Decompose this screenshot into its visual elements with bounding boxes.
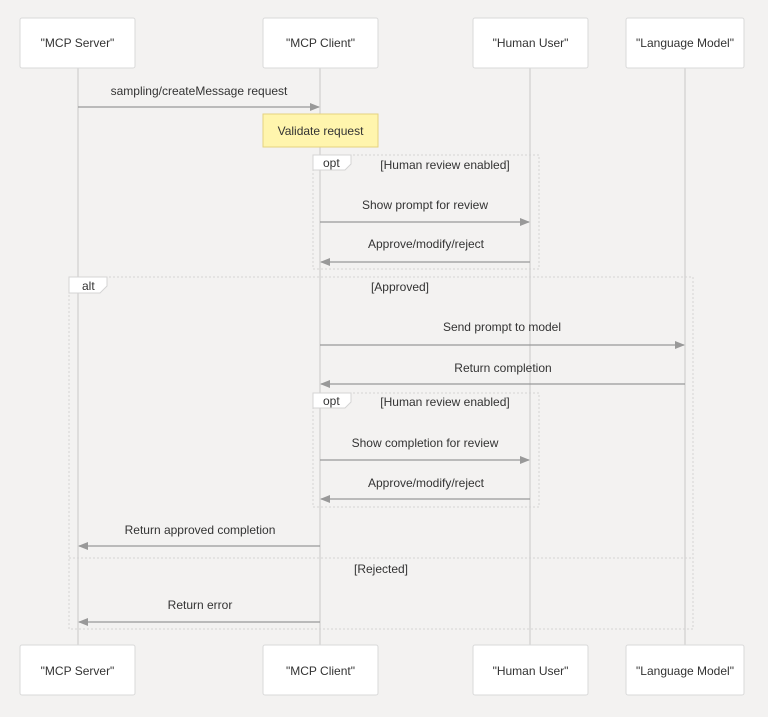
fragment-condition: [Approved] bbox=[371, 280, 429, 294]
message-9: Return error bbox=[78, 598, 320, 626]
message-label: Show prompt for review bbox=[362, 198, 488, 212]
message-3: Approve/modify/reject bbox=[320, 237, 530, 266]
fragment-alt: alt [Approved] [Rejected] bbox=[68, 276, 694, 630]
participant-label: "MCP Server" bbox=[41, 36, 115, 50]
participant-label: "Human User" bbox=[493, 36, 569, 50]
fragment-tab bbox=[68, 276, 108, 294]
message-8: Return approved completion bbox=[78, 523, 320, 550]
participant-label: "MCP Client" bbox=[286, 664, 355, 678]
note-box bbox=[262, 113, 379, 148]
participant-language-model-top: "Language Model" bbox=[625, 17, 745, 69]
participant-box bbox=[262, 17, 379, 69]
participant-box bbox=[19, 644, 136, 696]
participant-label: "Language Model" bbox=[636, 664, 734, 678]
participant-box bbox=[19, 17, 136, 69]
participant-label: "MCP Server" bbox=[41, 664, 115, 678]
message-label: Return completion bbox=[454, 361, 551, 375]
participant-mcp-client-top: "MCP Client" bbox=[262, 17, 379, 69]
message-4: Send prompt to model bbox=[320, 320, 685, 349]
note-label: Validate request bbox=[278, 124, 365, 138]
fragment-tab bbox=[312, 392, 352, 409]
fragment-frame bbox=[312, 154, 540, 270]
participant-box bbox=[625, 17, 745, 69]
message-label: Approve/modify/reject bbox=[368, 237, 485, 251]
message-label: Return error bbox=[168, 598, 233, 612]
message-6: Show completion for review bbox=[320, 436, 530, 464]
note-validate-request: Validate request bbox=[262, 113, 379, 148]
fragment-keyword: opt bbox=[323, 394, 340, 408]
participant-box bbox=[625, 644, 745, 696]
message-label: Send prompt to model bbox=[443, 320, 561, 334]
message-label: Return approved completion bbox=[125, 523, 276, 537]
participant-label: "MCP Client" bbox=[286, 36, 355, 50]
fragment-frame bbox=[68, 276, 694, 630]
message-5: Return completion bbox=[320, 361, 685, 388]
fragment-else-condition: [Rejected] bbox=[354, 562, 408, 576]
fragment-frame bbox=[312, 392, 540, 508]
message-label: Show completion for review bbox=[352, 436, 499, 450]
participant-mcp-server-bottom: "MCP Server" bbox=[19, 644, 136, 696]
fragment-tab bbox=[312, 154, 352, 171]
message-7: Approve/modify/reject bbox=[320, 476, 530, 503]
message-label: Approve/modify/reject bbox=[368, 476, 485, 490]
participant-language-model-bottom: "Language Model" bbox=[625, 644, 745, 696]
participant-mcp-server-top: "MCP Server" bbox=[19, 17, 136, 69]
participant-human-user-bottom: "Human User" bbox=[472, 644, 589, 696]
fragment-opt-1: opt [Human review enabled] bbox=[312, 154, 540, 270]
participant-label: "Language Model" bbox=[636, 36, 734, 50]
participant-human-user-top: "Human User" bbox=[472, 17, 589, 69]
message-1: sampling/createMessage request bbox=[78, 84, 320, 111]
participant-box bbox=[472, 17, 589, 69]
participant-mcp-client-bottom: "MCP Client" bbox=[262, 644, 379, 696]
fragment-keyword: alt bbox=[82, 279, 95, 293]
participant-box bbox=[262, 644, 379, 696]
fragment-opt-2: opt [Human review enabled] bbox=[312, 392, 540, 508]
fragment-keyword: opt bbox=[323, 156, 340, 170]
fragment-condition: [Human review enabled] bbox=[380, 395, 509, 409]
participant-box bbox=[472, 644, 589, 696]
participant-label: "Human User" bbox=[493, 664, 569, 678]
fragment-condition: [Human review enabled] bbox=[380, 158, 509, 172]
message-label: sampling/createMessage request bbox=[111, 84, 288, 98]
message-2: Show prompt for review bbox=[320, 198, 530, 226]
